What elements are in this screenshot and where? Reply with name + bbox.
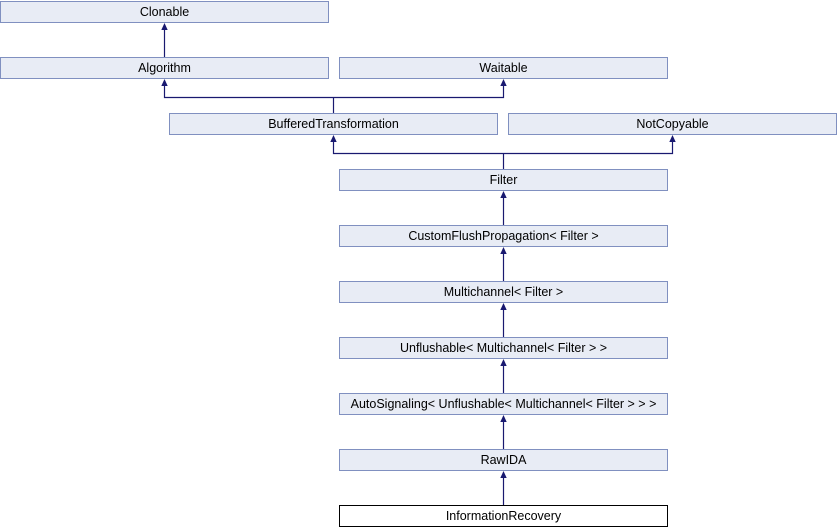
arrowhead-icon [500,471,507,478]
edge-filter-parents [332,141,674,169]
class-node-algorithm[interactable]: Algorithm [0,57,329,79]
arrowhead-icon [500,247,507,254]
class-node-label: Multichannel< Filter > [443,285,564,299]
class-node-notcopyable[interactable]: NotCopyable [508,113,837,135]
class-node-rawida[interactable]: RawIDA [339,449,668,471]
arrowhead-icon [500,79,507,86]
class-node-informationrecovery: InformationRecovery [339,505,668,527]
class-node-waitable[interactable]: Waitable [339,57,668,79]
class-node-label: CustomFlushPropagation< Filter > [408,229,599,243]
class-node-label: Filter [489,173,518,187]
arrowhead-icon [500,191,507,198]
arrowhead-icon [500,303,507,310]
class-node-label: Algorithm [138,61,191,75]
arrowhead-icon [161,23,168,30]
class-node-customflushpropagation[interactable]: CustomFlushPropagation< Filter > [339,225,668,247]
class-node-label: NotCopyable [636,117,709,131]
class-node-label: InformationRecovery [445,509,562,523]
edge-bufferedtransformation-parents [163,85,505,113]
class-node-unflushable[interactable]: Unflushable< Multichannel< Filter > > [339,337,668,359]
arrowhead-icon [330,135,337,142]
class-node-clonable[interactable]: Clonable [0,1,329,23]
arrowhead-icon [669,135,676,142]
arrowhead-icon [161,79,168,86]
class-node-filter[interactable]: Filter [339,169,668,191]
class-node-label: BufferedTransformation [268,117,399,131]
arrowhead-icon [500,415,507,422]
class-node-label: AutoSignaling< Unflushable< Multichannel… [350,397,657,411]
class-node-autosignaling[interactable]: AutoSignaling< Unflushable< Multichannel… [339,393,668,415]
class-node-label: Clonable [139,5,190,19]
class-node-multichannel[interactable]: Multichannel< Filter > [339,281,668,303]
class-node-bufferedtransformation[interactable]: BufferedTransformation [169,113,498,135]
arrowhead-icon [500,359,507,366]
class-node-label: Unflushable< Multichannel< Filter > > [399,341,608,355]
class-node-label: RawIDA [480,453,527,467]
class-node-label: Waitable [479,61,528,75]
